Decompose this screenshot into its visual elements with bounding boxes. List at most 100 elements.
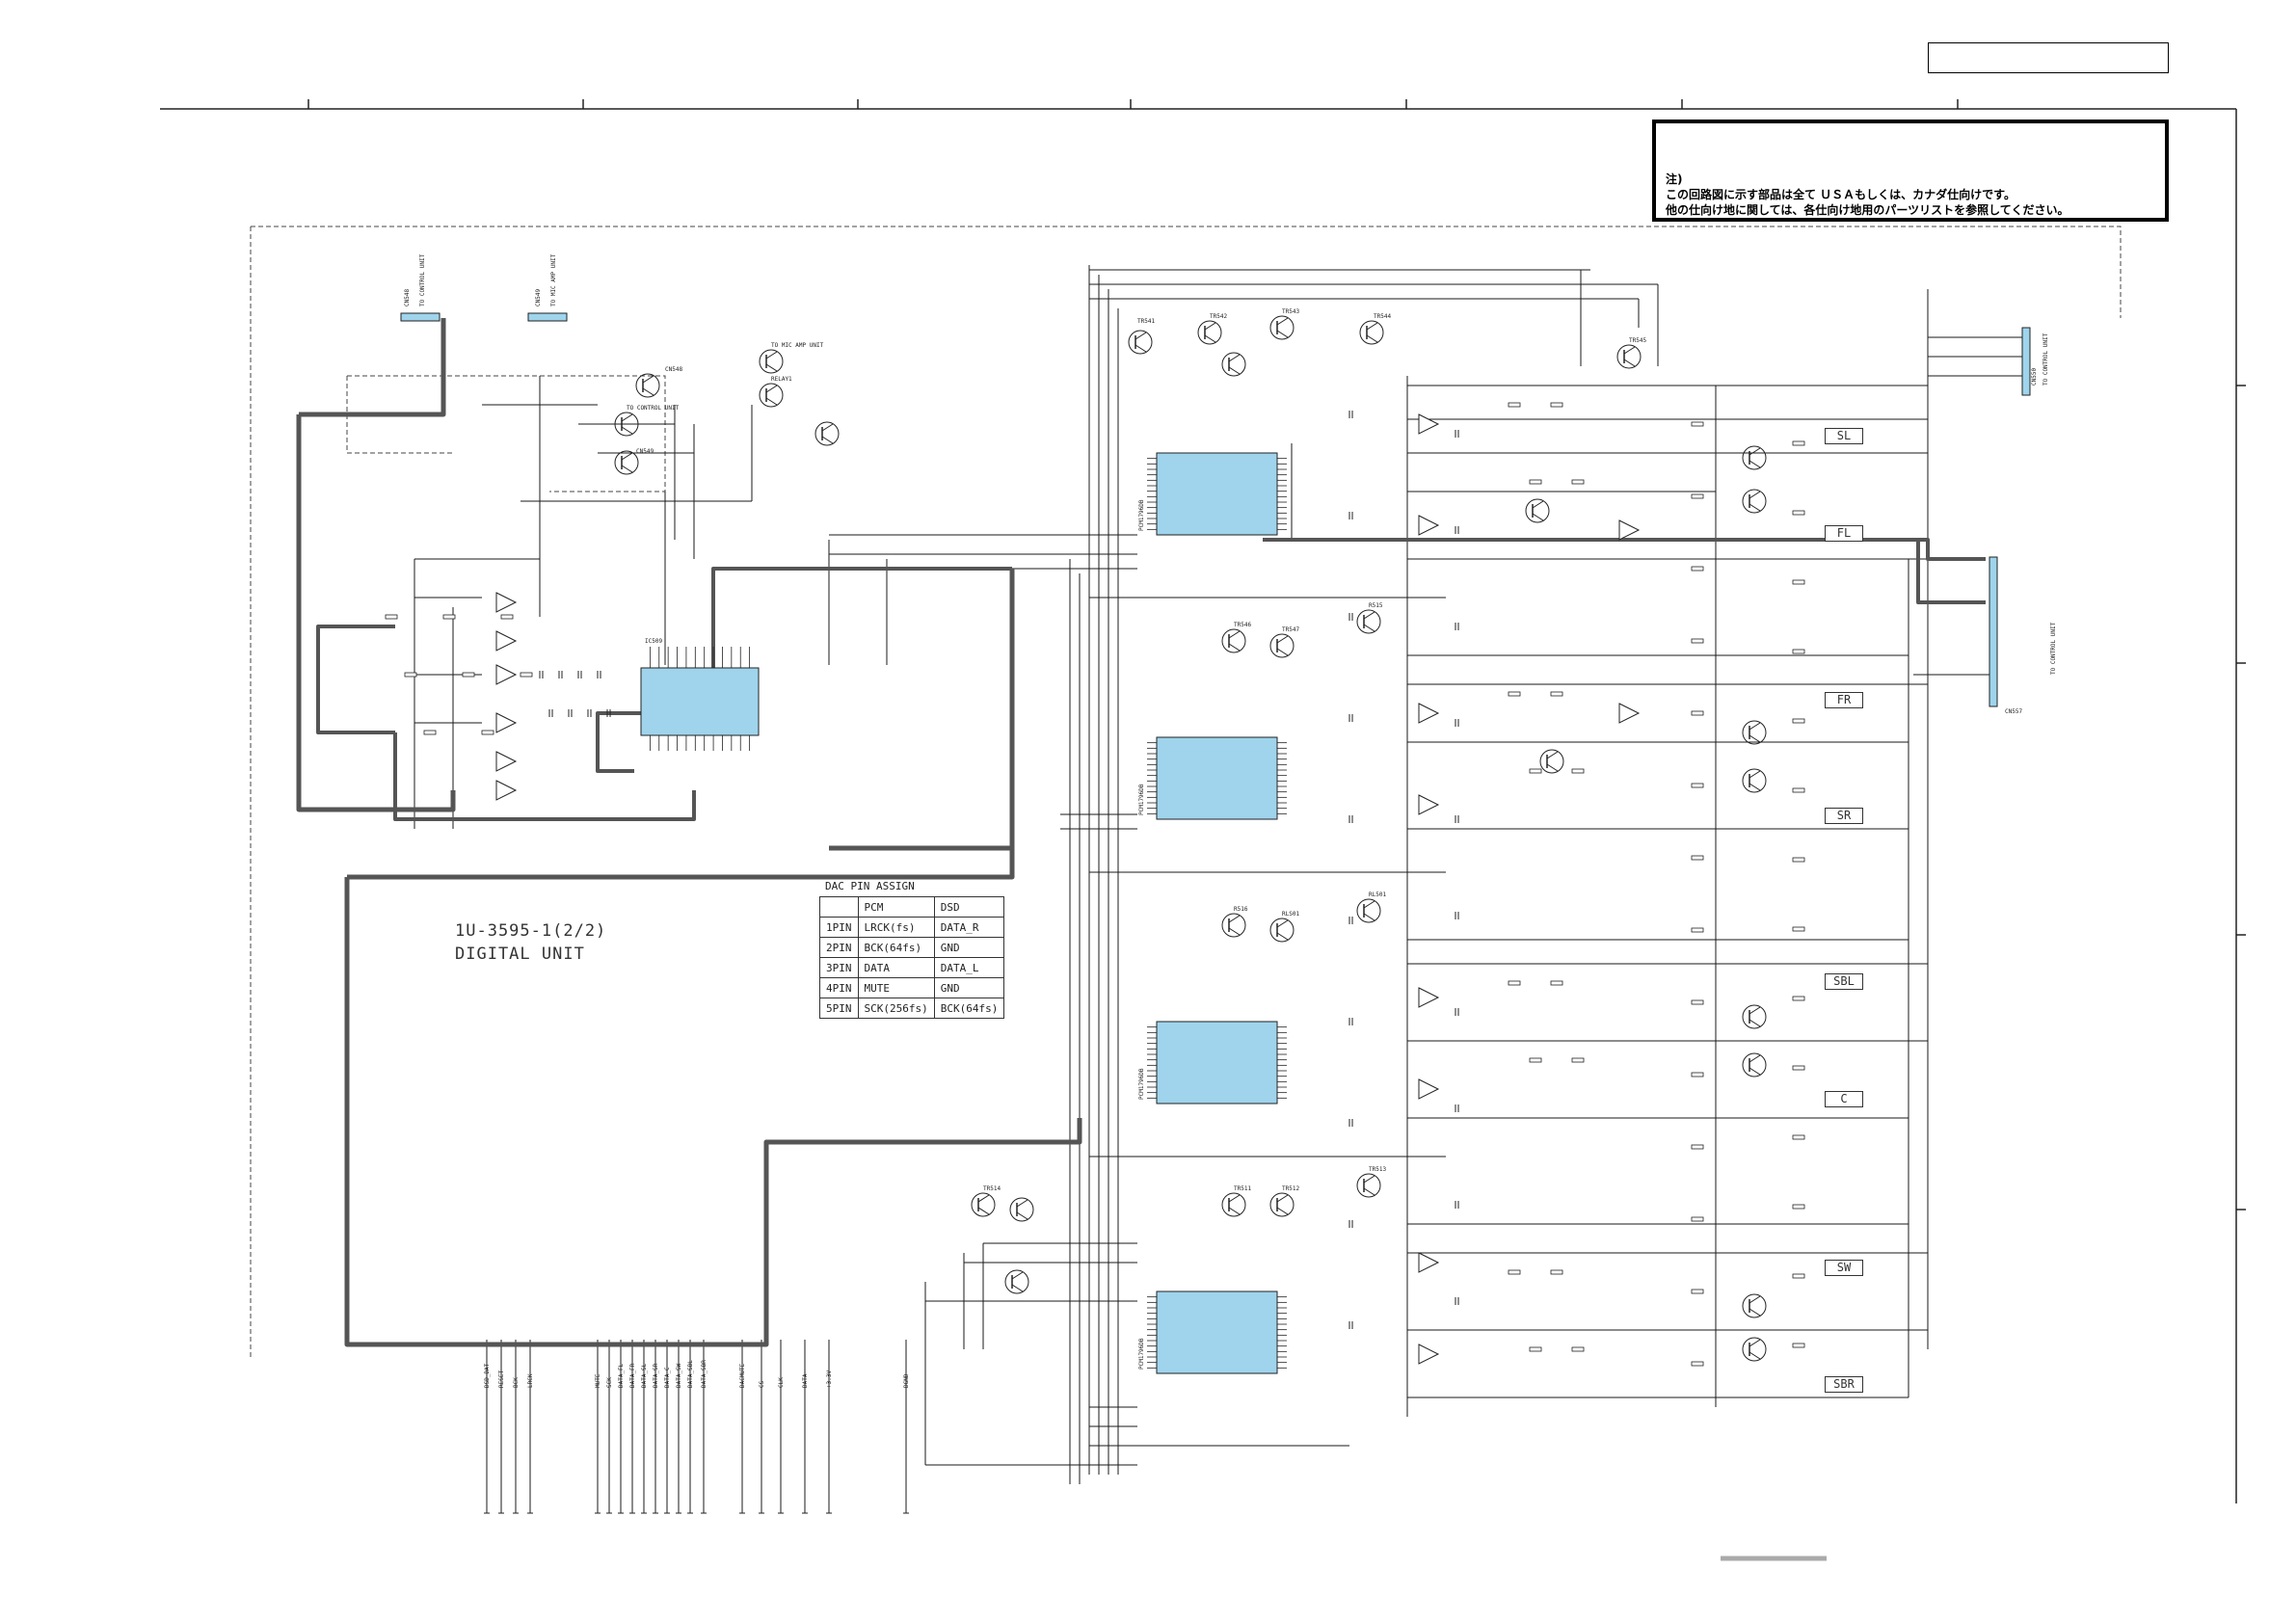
part-ref-label: RLS01 bbox=[1282, 911, 1299, 918]
transistor-collector bbox=[1228, 1194, 1241, 1203]
resistor bbox=[1571, 479, 1585, 485]
bus-label: CLK bbox=[778, 1377, 785, 1388]
transistor-collector bbox=[1749, 1054, 1761, 1063]
schematic-ics bbox=[400, 312, 2031, 1374]
transistor-collector bbox=[1366, 322, 1378, 331]
resistor bbox=[1691, 638, 1704, 644]
dac-pin-cell: BCK(64fs) bbox=[933, 998, 1005, 1019]
signal-bus bbox=[316, 625, 395, 734]
transistor bbox=[759, 349, 784, 374]
transistor bbox=[1004, 1269, 1029, 1294]
transistor bbox=[1221, 1192, 1246, 1217]
resistor bbox=[1508, 980, 1521, 986]
note-line-1: 注) bbox=[1666, 173, 1683, 186]
transistor bbox=[1009, 1197, 1034, 1222]
connector-label: TO CONTROL UNIT bbox=[2050, 622, 2057, 675]
channel-label-fl: FL bbox=[1825, 525, 1863, 542]
bus-label: DATA_SW bbox=[676, 1363, 682, 1388]
transistor-collector bbox=[1276, 919, 1289, 928]
ic-label: PCM1796DB bbox=[1138, 499, 1145, 531]
channel-label-sl: SL bbox=[1825, 428, 1863, 444]
part-ref-label: RELAY1 bbox=[771, 376, 792, 383]
transistor-collector bbox=[1749, 722, 1761, 731]
transistor bbox=[614, 412, 639, 437]
transistor bbox=[1742, 1052, 1767, 1078]
dac-pin-table-row: 1PIN LRCK(fs) DATA_R bbox=[819, 917, 1005, 938]
dac-pin-cell: DATA_R bbox=[933, 917, 1005, 938]
part-ref-label: R516 bbox=[1234, 906, 1248, 913]
opamp-adc bbox=[495, 630, 518, 652]
transistor-emitter bbox=[1749, 1067, 1761, 1076]
resistor bbox=[1691, 783, 1704, 788]
part-ref-label: TR514 bbox=[983, 1185, 1001, 1192]
resistor bbox=[1529, 1346, 1542, 1352]
opamp-output bbox=[1418, 413, 1440, 435]
transistor-emitter bbox=[621, 426, 633, 435]
transistor bbox=[1742, 768, 1767, 793]
connector-label: CN557 bbox=[2005, 708, 2022, 715]
opamp-output bbox=[1418, 703, 1440, 724]
part-ref-label: RL501 bbox=[1369, 891, 1386, 898]
resistor bbox=[462, 672, 475, 678]
resistor bbox=[1792, 1273, 1805, 1279]
transistor bbox=[1742, 489, 1767, 514]
transistor-emitter bbox=[1749, 1351, 1761, 1360]
resistor bbox=[404, 672, 417, 678]
transistor-collector bbox=[1546, 751, 1559, 759]
transistor-emitter bbox=[1228, 643, 1241, 652]
opamp-output bbox=[1418, 794, 1440, 815]
transistor-emitter bbox=[1228, 1207, 1241, 1215]
resistor bbox=[1550, 1269, 1563, 1275]
transistor-emitter bbox=[1532, 513, 1544, 521]
transistor-emitter bbox=[765, 363, 778, 372]
bus-label: DATA_SBL bbox=[687, 1360, 694, 1388]
schematic-wires bbox=[250, 226, 2122, 1514]
opamp-output bbox=[1418, 515, 1440, 536]
dac-pin-cell: MUTE bbox=[857, 977, 935, 998]
opamp-output bbox=[1418, 1344, 1440, 1365]
transistor-emitter bbox=[1276, 330, 1289, 338]
transistor bbox=[1742, 1293, 1767, 1318]
connector-cn557 bbox=[1989, 556, 1998, 707]
connector-label: TO MIC AMP UNIT bbox=[550, 253, 557, 306]
part-ref-label: TR544 bbox=[1374, 313, 1391, 320]
transistor bbox=[1359, 320, 1384, 345]
transistor-collector bbox=[1532, 500, 1544, 509]
transistor bbox=[1539, 749, 1564, 774]
connector-cn548 bbox=[400, 312, 441, 322]
resistor bbox=[1792, 1134, 1805, 1140]
ic-label: IC509 bbox=[645, 638, 662, 645]
transistor-collector bbox=[1135, 332, 1147, 340]
signal-bus bbox=[393, 732, 696, 821]
transistor bbox=[1221, 628, 1246, 653]
resistor bbox=[520, 672, 533, 678]
transistor-collector bbox=[765, 385, 778, 393]
resistor bbox=[1508, 691, 1521, 697]
transistor-collector bbox=[1749, 1006, 1761, 1015]
ic-dac-4 bbox=[1156, 1290, 1278, 1374]
bus-label: DACMUTE bbox=[739, 1363, 746, 1388]
part-ref-label: TR511 bbox=[1234, 1185, 1251, 1192]
transistor-collector bbox=[642, 375, 654, 384]
boundary-line bbox=[347, 375, 666, 492]
transistor-emitter bbox=[1363, 1187, 1375, 1196]
resistor bbox=[1691, 1289, 1704, 1294]
transistor-collector bbox=[1228, 915, 1241, 923]
transistor bbox=[1525, 498, 1550, 523]
resistor bbox=[1691, 1361, 1704, 1367]
dac-pin-cell: 1PIN bbox=[819, 917, 859, 938]
opamp-output bbox=[1618, 703, 1641, 724]
resistor bbox=[500, 614, 514, 620]
transistor bbox=[759, 383, 784, 408]
bus-label: BCK bbox=[513, 1377, 520, 1388]
channel-label-sbr: SBR bbox=[1825, 1376, 1863, 1393]
resistor bbox=[1691, 710, 1704, 716]
transistor-emitter bbox=[1749, 1308, 1761, 1317]
resistor bbox=[1691, 999, 1704, 1005]
resistor bbox=[1792, 1343, 1805, 1348]
opamp-output bbox=[1618, 519, 1641, 541]
transistor-emitter bbox=[1749, 783, 1761, 791]
transistor-emitter bbox=[1366, 334, 1378, 343]
transistor-emitter bbox=[1276, 1207, 1289, 1215]
